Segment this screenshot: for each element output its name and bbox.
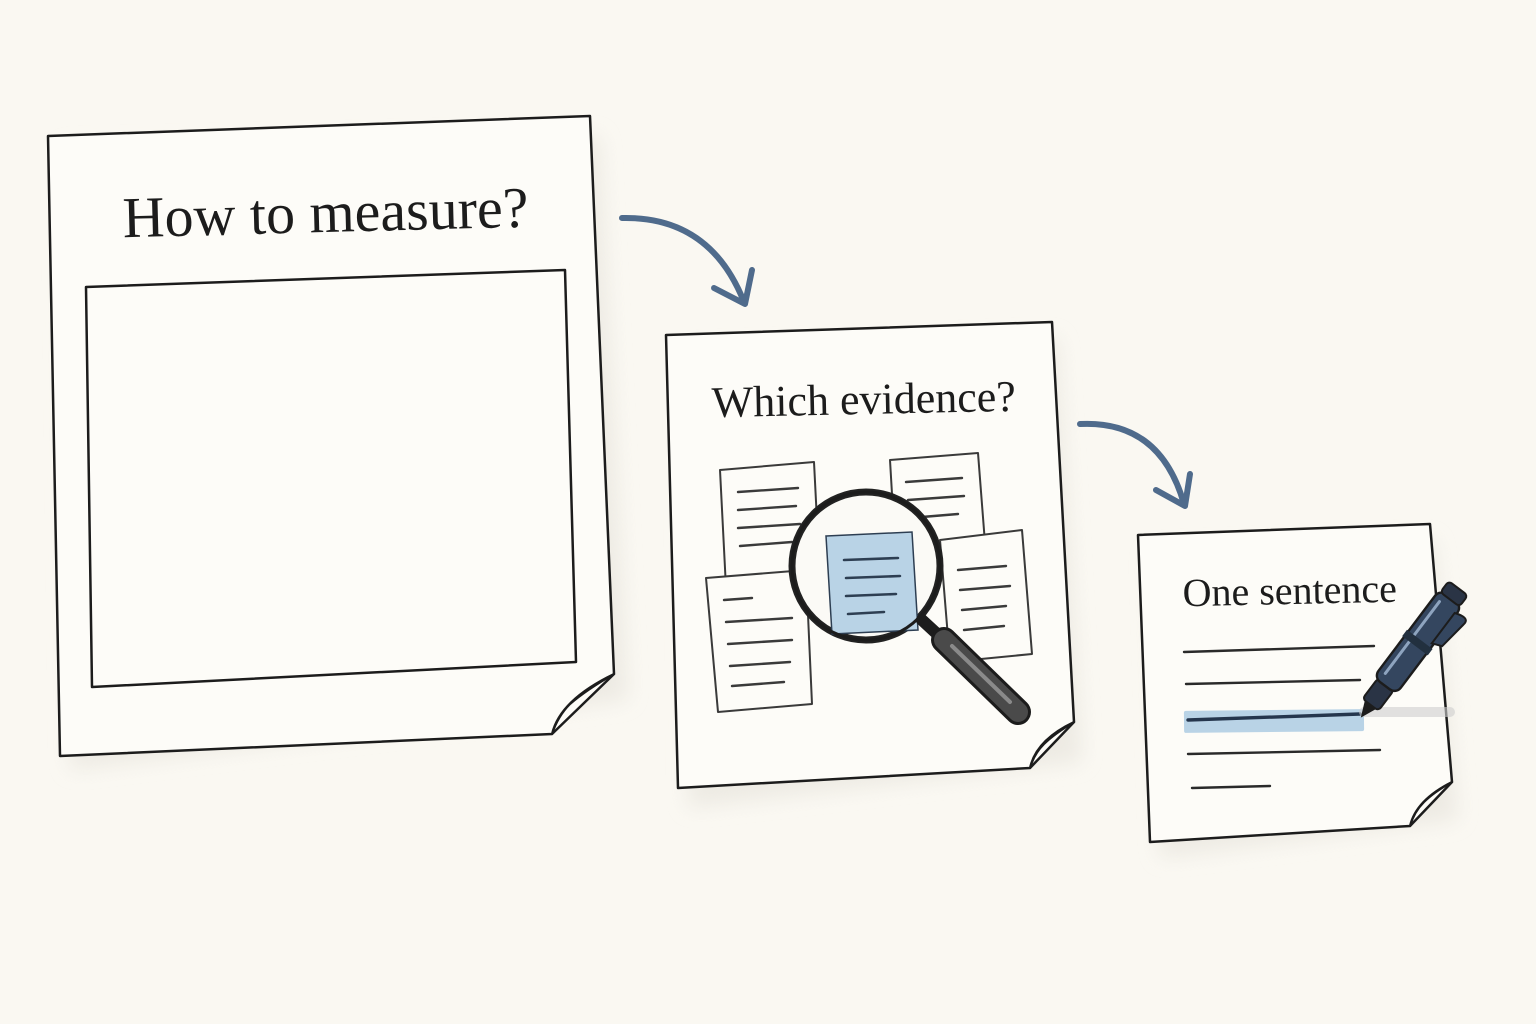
empty-frame-icon bbox=[84, 268, 578, 689]
card-which-evidence: Which evidence? bbox=[664, 320, 1082, 808]
sentence-lines-icon bbox=[1182, 644, 1382, 790]
pen-icon bbox=[1359, 581, 1468, 718]
curved-arrow-icon bbox=[1077, 420, 1193, 509]
card-title: One sentence bbox=[1182, 566, 1397, 615]
card-how-to-measure: How to measure? bbox=[46, 114, 628, 770]
card-one-sentence: One sentence bbox=[1136, 522, 1468, 858]
magnifier-icon bbox=[788, 488, 1031, 725]
card-title: How to measure? bbox=[122, 175, 529, 251]
card-title: Which evidence? bbox=[711, 372, 1016, 427]
curved-arrow-icon bbox=[619, 214, 755, 307]
